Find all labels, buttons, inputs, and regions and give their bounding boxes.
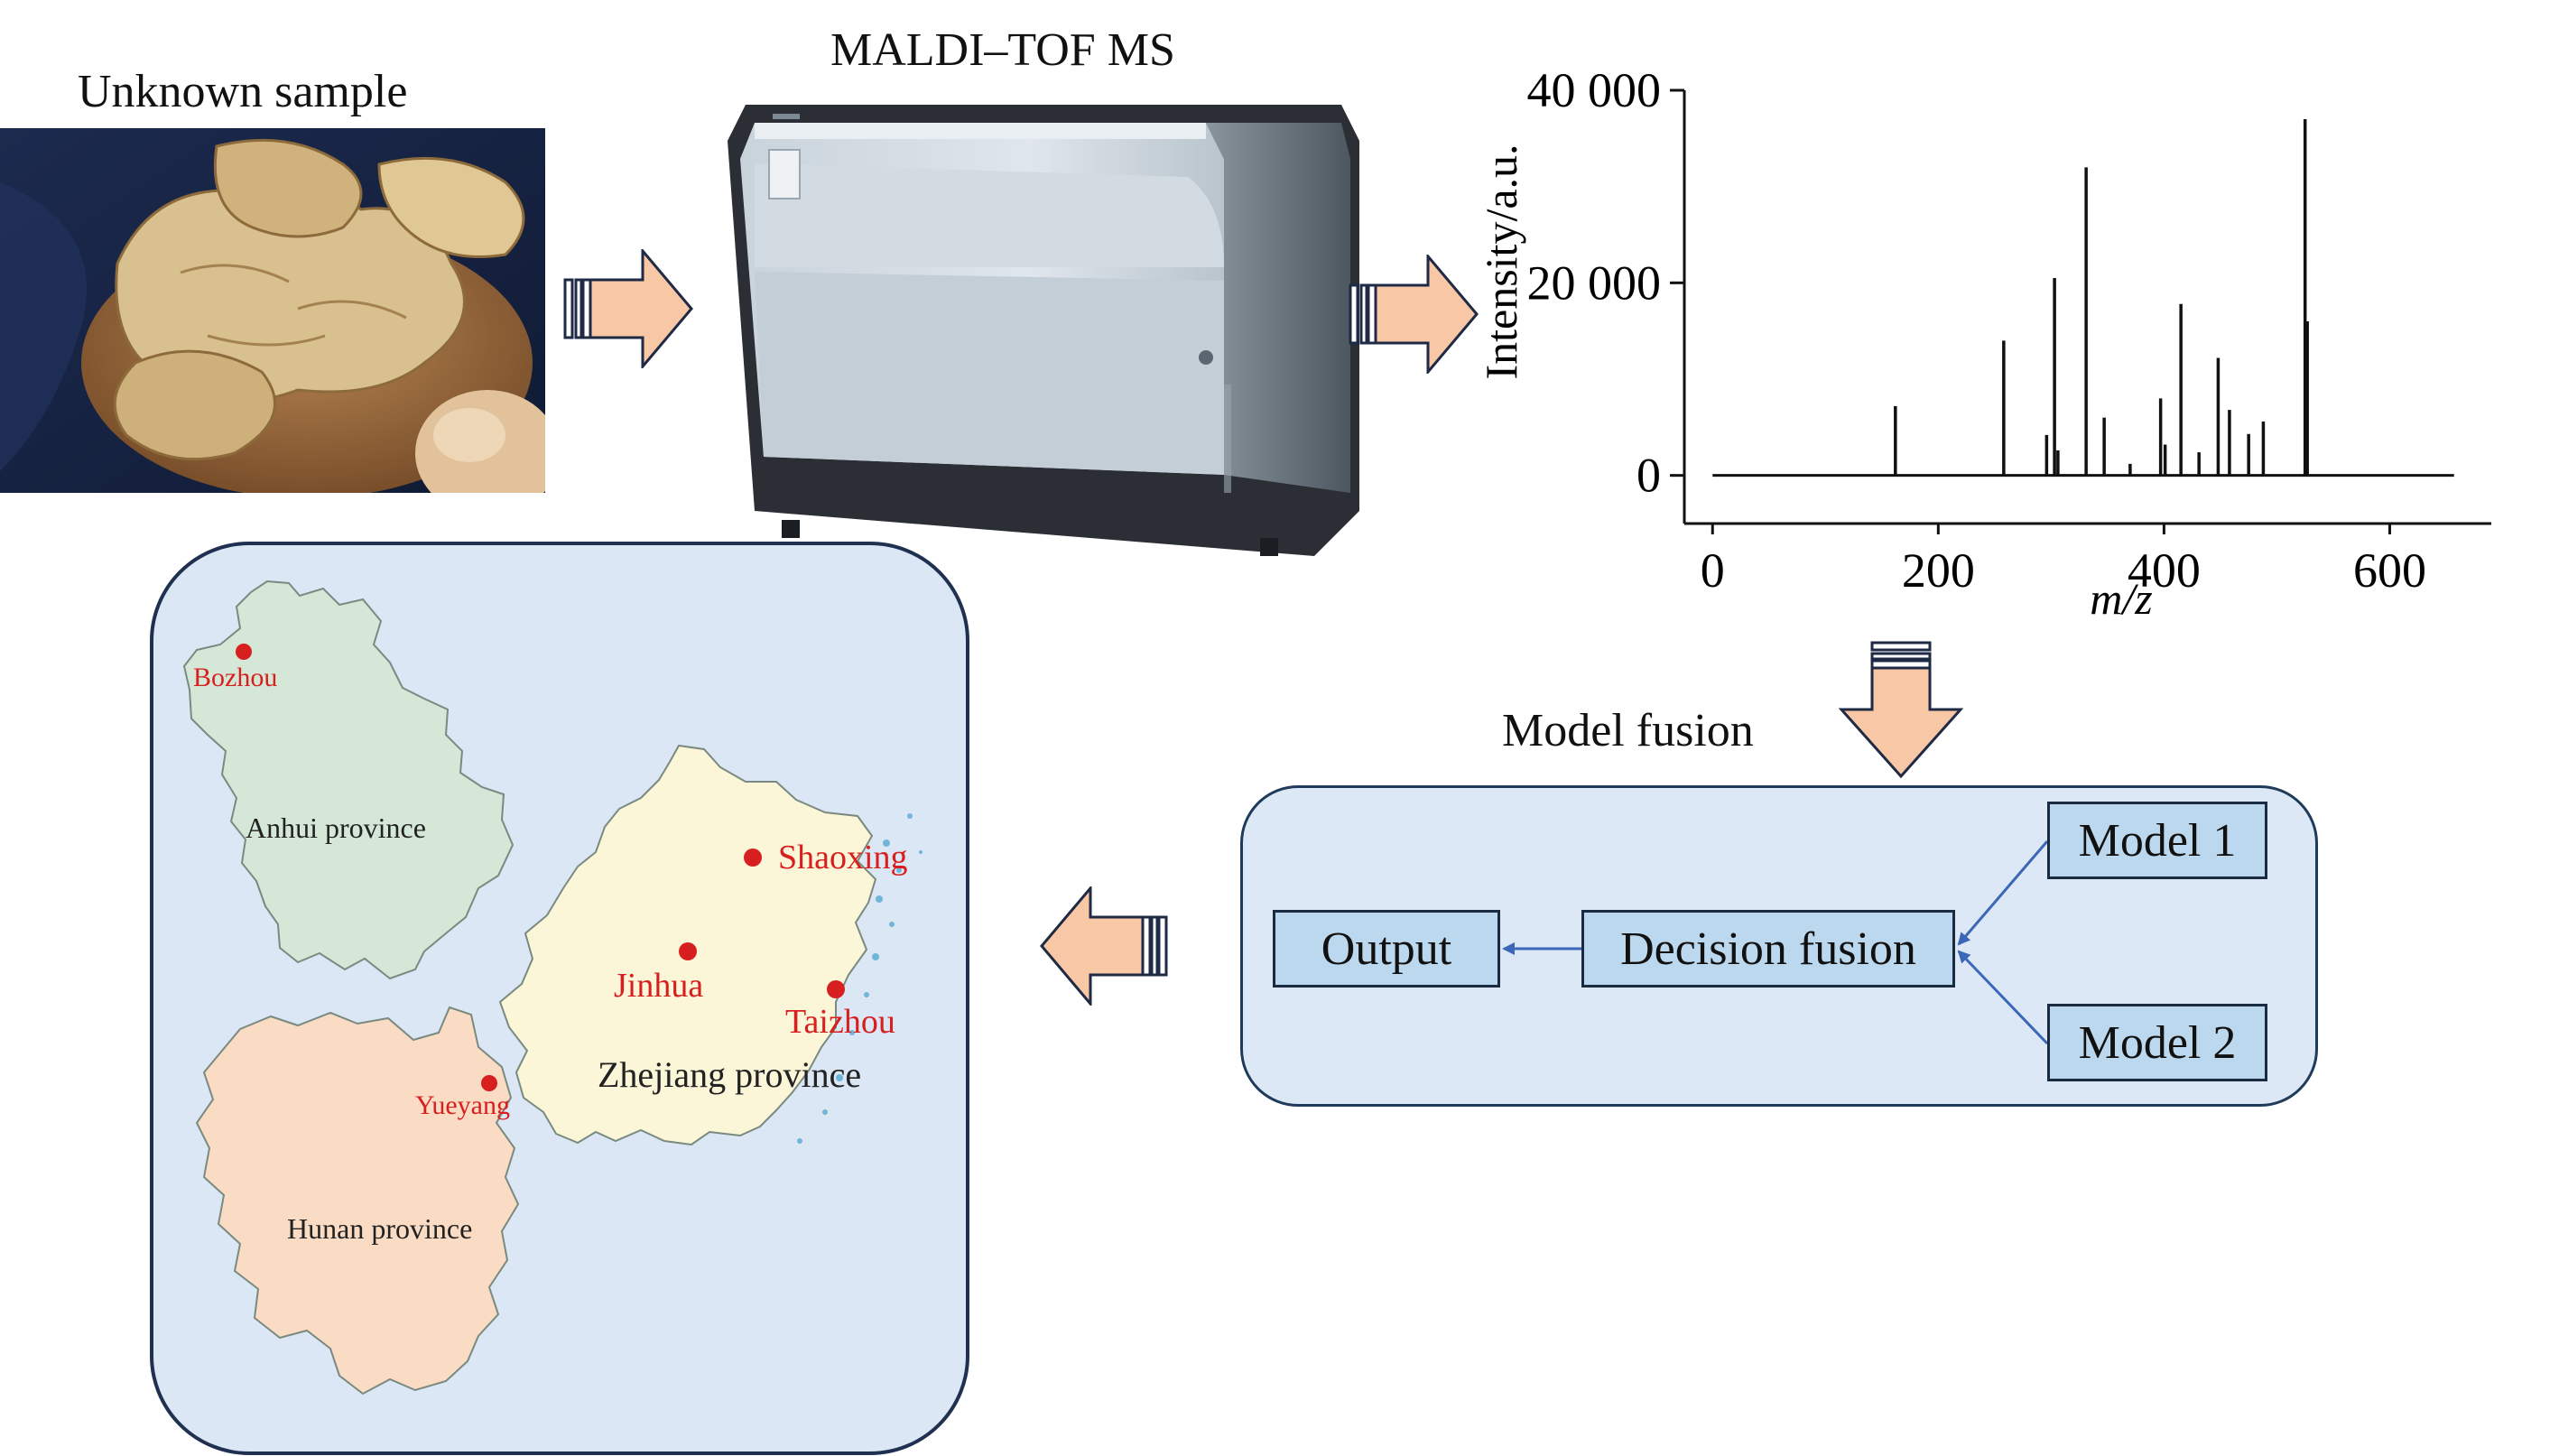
yueyang-label: Yueyang [415, 1090, 510, 1120]
down-arrow-icon [1838, 641, 1964, 778]
model-2-box: Model 2 [2047, 1004, 2267, 1081]
y-axis-label: Intensity/a.u. [1476, 144, 1526, 379]
taizhou-marker [827, 980, 845, 998]
shaoxing-marker [744, 849, 762, 867]
yueyang-marker [481, 1075, 497, 1091]
chart-ticks: 0 200 400 600 0 20 000 40 000 [1527, 63, 2426, 598]
mass-spectrum-chart: 0 200 400 600 0 20 000 40 000 m/z Intensity/a.… [1476, 63, 2491, 624]
left-arrow-icon [1040, 886, 1168, 1006]
jinhua-label: Jinhua [614, 967, 703, 1005]
maldi-tof-instrument [728, 105, 1359, 556]
origin-map-panel: Bozhou Shaoxing Jinhua Taizhou Yueyang A… [150, 542, 969, 1455]
x-axis-label: m/z [2090, 573, 2152, 624]
y-tick-label: 20 000 [1527, 255, 1662, 310]
decision-fusion-box: Decision fusion [1581, 910, 1955, 988]
y-tick-label: 40 000 [1527, 63, 1662, 117]
zhejiang-province-label: Zhejiang province [598, 1054, 861, 1095]
output-box: Output [1273, 910, 1500, 988]
hunan-province-shape [195, 1006, 520, 1396]
jinhua-marker [679, 942, 697, 960]
right-arrow-icon [1349, 255, 1479, 374]
model-1-box: Model 1 [2047, 802, 2267, 879]
bozhou-marker [236, 644, 252, 660]
bozhou-label: Bozhou [193, 663, 277, 692]
coastal-islands [797, 813, 923, 1144]
x-tick-label: 400 [2128, 543, 2201, 598]
x-tick-label: 200 [1902, 543, 1975, 598]
province-map: Bozhou Shaoxing Jinhua Taizhou Yueyang A… [182, 580, 923, 1396]
hunan-province-label: Hunan province [287, 1212, 472, 1245]
model-fusion-label: Model fusion [1502, 705, 1754, 756]
instrument-title: MALDI–TOF MS [830, 24, 1175, 76]
anhui-province-label: Anhui province [246, 811, 426, 844]
x-tick-label: 0 [1701, 543, 1725, 598]
fusion-connectors [1502, 840, 2049, 1045]
right-arrow-icon [563, 249, 693, 368]
y-tick-label: 0 [1636, 449, 1661, 503]
shaoxing-label: Shaoxing [778, 839, 908, 876]
chart-peaks [1712, 119, 2454, 478]
anhui-province-shape [182, 580, 515, 980]
unknown-sample-label: Unknown sample [78, 66, 408, 117]
taizhou-label: Taizhou [785, 1003, 895, 1041]
chart-axes [1683, 90, 2491, 525]
sample-photo [0, 128, 545, 493]
x-tick-label: 600 [2353, 543, 2426, 598]
